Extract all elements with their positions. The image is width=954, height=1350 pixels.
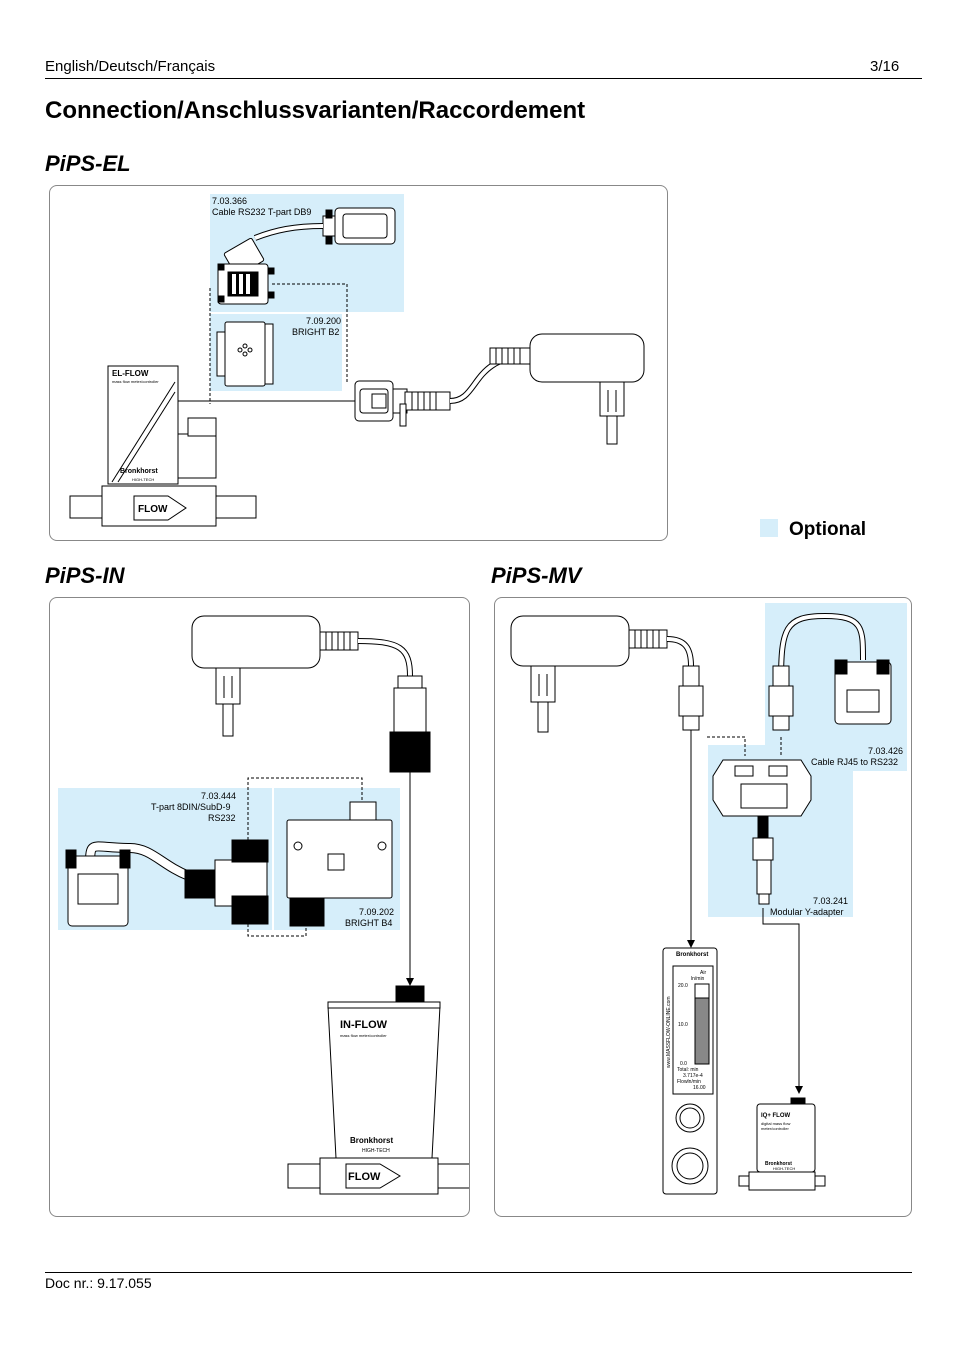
y-adapter-part-number: 7.03.241 [813, 896, 849, 906]
t-part-connector-icon [217, 237, 275, 305]
bright-b4-module-icon [286, 801, 393, 927]
el-flow-brand: Bronkhorst [120, 468, 158, 475]
pips-in-drawing: IN-FLOW mass flow meter/controller Bronk… [58, 615, 469, 1195]
optional-legend-swatch [760, 519, 778, 537]
bright-b2-module-icon [216, 321, 274, 387]
iq-flow-device-icon [738, 1097, 826, 1191]
y-adapter-icon [712, 759, 812, 905]
iq-flow-name: IQ+ FLOW [761, 1113, 791, 1119]
power-supply-icon [510, 615, 668, 733]
iq-flow-sub-1: digital mass flow [761, 1121, 790, 1126]
pips-el-diagram: EL-FLOW mass flow meter/controller Bronk… [49, 185, 668, 541]
page-number: 3/16 [870, 58, 900, 75]
optional-legend-label: Optional [789, 519, 867, 540]
bright-b2-part-number: 7.09.200 [306, 316, 342, 326]
el-flow-label: FLOW [138, 504, 168, 515]
iq-flow-brand: Bronkhorst [765, 1161, 792, 1167]
in-flow-device-name: IN-FLOW [340, 1019, 388, 1031]
pips-el-drawing: EL-FLOW mass flow meter/controller Bronk… [69, 194, 645, 527]
cable-rs232-name: Cable RS232 T-part DB9 [212, 207, 312, 217]
db9-connector-icon [834, 659, 892, 725]
display-value-min: 0.0 [680, 1061, 687, 1067]
y-adapter-name: Modular Y-adapter [770, 907, 844, 917]
header-rule [45, 78, 922, 79]
power-supply-icon [191, 615, 359, 737]
cable-rs232-part-number: 7.03.366 [212, 196, 248, 206]
section-title-pips-in: PiPS-IN [45, 563, 125, 588]
db9-connector-icon [65, 849, 131, 927]
section-title-pips-mv: PiPS-MV [491, 563, 582, 588]
display-flow-unit: Flowln/min [677, 1079, 701, 1085]
in-flow-device-icon [287, 985, 469, 1195]
rj45-plug-icon [678, 665, 704, 731]
cable-rj45-part-number: 7.03.426 [868, 746, 904, 756]
pips-mv-drawing: Bronkhorst Air ln/min 20.0 10.0 0.0 Tota… [510, 603, 907, 1195]
header-languages: English/Deutsch/Français [45, 58, 216, 75]
display-brand: Bronkhorst [676, 952, 708, 958]
t-part-protocol: RS232 [208, 813, 236, 823]
din-plug-icon [389, 675, 431, 773]
el-flow-device-sub: mass flow meter/controller [112, 379, 159, 384]
pips-mv-diagram: Bronkhorst Air ln/min 20.0 10.0 0.0 Tota… [494, 597, 912, 1217]
display-value-mid: 10.0 [678, 1022, 688, 1028]
bright-b4-part-number: 7.09.202 [359, 907, 395, 917]
t-part-name: T-part 8DIN/SubD-9 [151, 802, 231, 812]
display-value-max: 20.0 [678, 983, 688, 989]
in-flow-device-sub: mass flow meter/controller [340, 1033, 387, 1038]
display-url: www.MASSFLOW-ONLINE.com [666, 996, 672, 1068]
display-total-label: Total: min [677, 1067, 699, 1073]
t-part-part-number: 7.03.444 [201, 791, 237, 801]
display-gas: Air [700, 970, 706, 976]
t-part-connector-icon [184, 839, 269, 925]
page-title: Connection/Anschlussvarianten/Raccordeme… [45, 97, 586, 124]
display-flow-value: 16.00 [693, 1085, 706, 1091]
el-flow-device-icon [69, 365, 257, 527]
bright-b4-name: BRIGHT B4 [345, 918, 393, 928]
in-flow-label: FLOW [348, 1171, 381, 1183]
display-total-value: 3.717e-4 [683, 1073, 703, 1079]
bright-b2-name: BRIGHT B2 [292, 327, 340, 337]
db9-cable-connector-icon [354, 380, 451, 427]
footer-doc-number: Doc nr.: 9.17.055 [45, 1275, 152, 1291]
el-flow-brand-sub: HIGH-TECH [132, 477, 154, 482]
in-flow-brand-sub: HIGH-TECH [362, 1148, 390, 1154]
iq-flow-brand-sub: HIGH-TECH [773, 1166, 795, 1171]
flow-display-device-icon [662, 947, 718, 1195]
iq-flow-sub-2: meter/controller [761, 1126, 789, 1131]
cable-rj45-name: Cable RJ45 to RS232 [811, 757, 899, 767]
el-flow-device-name: EL-FLOW [112, 369, 149, 378]
in-flow-brand: Bronkhorst [350, 1136, 393, 1145]
rj45-plug-icon [768, 665, 794, 731]
pips-in-diagram: IN-FLOW mass flow meter/controller Bronk… [49, 597, 470, 1217]
section-title-pips-el: PiPS-EL [45, 151, 131, 176]
display-unit: ln/min [691, 976, 705, 982]
footer-rule [45, 1272, 912, 1273]
power-supply-icon [489, 333, 645, 445]
